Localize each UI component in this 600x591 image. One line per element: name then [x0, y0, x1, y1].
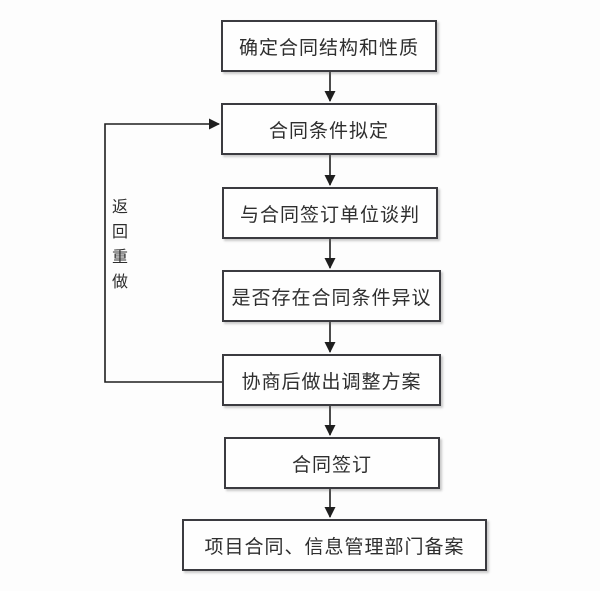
- step-check-objections: 是否存在合同条件异议: [222, 270, 441, 322]
- step-department-filing-label: 项目合同、信息管理部门备案: [204, 535, 465, 558]
- step-sign-contract: 合同签订: [224, 437, 440, 489]
- step-sign-contract-label: 合同签订: [291, 453, 372, 476]
- step-determine-structure-label: 确定合同结构和性质: [238, 36, 419, 59]
- step-adjustment-plan-label: 协商后做出调整方案: [241, 370, 422, 393]
- step-negotiate-with-signer-label: 与合同签订单位谈判: [239, 203, 420, 226]
- step-adjustment-plan: 协商后做出调整方案: [222, 354, 441, 406]
- step-draft-terms-label: 合同条件拟定: [268, 119, 389, 142]
- step-draft-terms: 合同条件拟定: [221, 103, 437, 155]
- loop-redo-label: 返回重做: [109, 198, 128, 298]
- step-department-filing: 项目合同、信息管理部门备案: [182, 519, 487, 571]
- step-determine-structure: 确定合同结构和性质: [221, 20, 437, 72]
- step-check-objections-label: 是否存在合同条件异议: [231, 286, 432, 309]
- step-negotiate-with-signer: 与合同签订单位谈判: [222, 187, 438, 239]
